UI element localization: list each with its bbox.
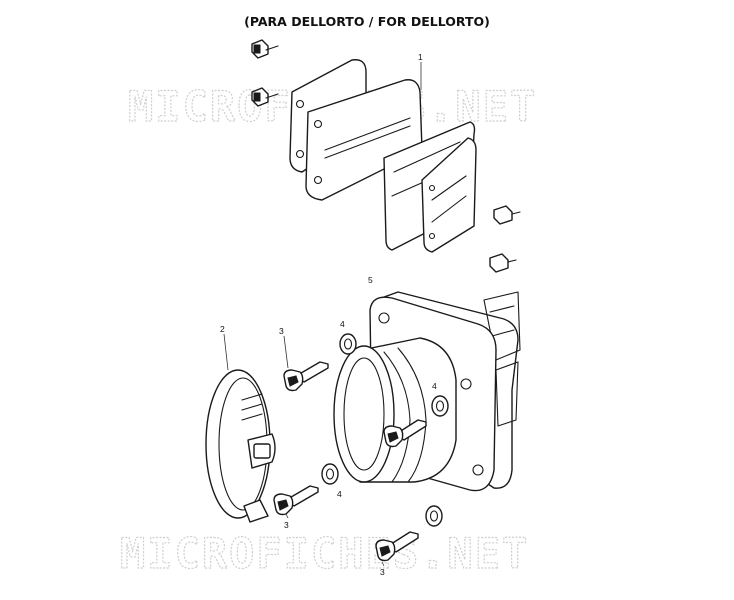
- screw-top-2: [251, 87, 279, 107]
- hose-clamp: 2: [205, 324, 276, 523]
- callout-5: 5: [368, 275, 373, 285]
- washer-middle: 4: [431, 381, 449, 417]
- watermark-bottom: MICROFICHES.NET: [120, 529, 529, 578]
- callout-1: 1: [418, 52, 423, 62]
- socket-screw-bottom: 3: [375, 531, 419, 577]
- screw-right-1: [493, 205, 521, 225]
- socket-screw-upper: 3: [279, 326, 329, 392]
- screw-top-1: [251, 39, 279, 59]
- callout-2: 2: [220, 324, 225, 334]
- washer-upper: 4: [339, 319, 357, 355]
- callout-3-upper: 3: [279, 326, 284, 336]
- callout-4-upper: 4: [340, 319, 345, 329]
- socket-screw-lower-left: 3: [273, 485, 319, 530]
- socket-screw-middle: [383, 419, 427, 448]
- callout-4-middle: 4: [432, 381, 437, 391]
- washer-lower-right: [425, 505, 443, 527]
- washer-lower-left: 4: [321, 463, 342, 499]
- callout-3-lower: 3: [284, 520, 289, 530]
- screw-right-2: [489, 253, 517, 273]
- diagram-title: (PARA DELLORTO / FOR DELLORTO): [244, 14, 490, 29]
- callout-4-lower: 4: [337, 489, 342, 499]
- reed-valve-assembly: 1: [289, 52, 477, 253]
- intake-manifold: 5: [333, 275, 521, 492]
- callout-3-bottom: 3: [380, 567, 385, 577]
